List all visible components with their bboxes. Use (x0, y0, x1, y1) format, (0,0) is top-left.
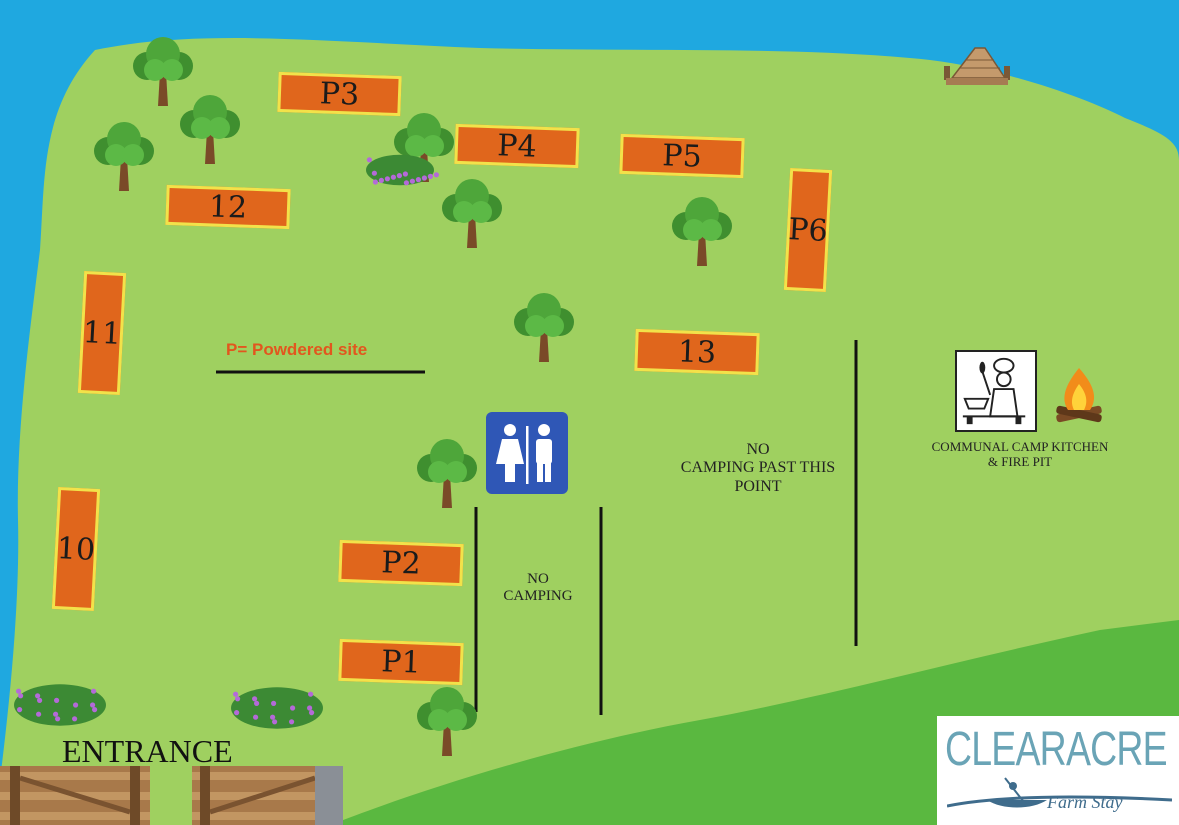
site-label: P3 (319, 75, 360, 113)
site-label: P5 (661, 137, 703, 175)
chef-icon (955, 350, 1037, 432)
no-camping-line2: CAMPING (503, 588, 573, 605)
legend-text: P= Powdered site (226, 340, 368, 359)
tree-icon (180, 95, 240, 164)
logo: CLEARACRE Farm Stay (937, 716, 1179, 825)
gate-icon (192, 766, 343, 825)
tree-icon (94, 122, 154, 191)
campfire-icon (1056, 368, 1102, 423)
site-label: 13 (677, 333, 717, 371)
canoe-icon (947, 777, 1172, 808)
grass-land (0, 38, 1179, 825)
site-11[interactable]: 11 (77, 270, 127, 396)
no-camping-past-line1: NO (746, 441, 770, 458)
no-camping-line1: NO (527, 571, 549, 587)
tree-icon (417, 687, 477, 756)
site-label: 11 (82, 314, 122, 352)
site-label: 10 (56, 530, 96, 568)
no-camping-past-label: NO CAMPING PAST THIS POINT (668, 441, 848, 496)
site-p2[interactable]: P2 (338, 539, 464, 587)
tree-icon (514, 293, 574, 362)
site-label: P2 (380, 544, 422, 582)
no-camping-label: NO CAMPING (487, 571, 589, 606)
tree-icon (417, 439, 477, 508)
site-13[interactable]: 13 (634, 328, 760, 376)
site-p3[interactable]: P3 (277, 71, 402, 117)
gate-icon (0, 766, 150, 825)
tree-icon (672, 197, 732, 266)
site-p1[interactable]: P1 (338, 638, 464, 686)
flower-bush-icon (366, 154, 439, 186)
kitchen-line1: COMMUNAL CAMP KITCHEN (931, 439, 1109, 454)
kitchen-line2: & FIRE PIT (987, 453, 1053, 469)
tree-icon (133, 37, 193, 106)
site-p5[interactable]: P5 (619, 133, 745, 179)
no-camping-past-line3: POINT (734, 477, 782, 495)
flower-bush-icon (14, 684, 106, 726)
dock-icon (944, 47, 1010, 85)
kitchen-label: COMMUNAL CAMP KITCHEN & FIRE PIT (930, 439, 1110, 470)
site-label: P6 (787, 211, 829, 249)
site-label: P1 (380, 643, 422, 681)
flower-bush-icon (231, 687, 323, 729)
restroom-icon[interactable] (486, 412, 568, 494)
tree-icon (442, 179, 502, 248)
site-p6[interactable]: P6 (783, 167, 833, 293)
logo-name: CLEARACRE (945, 723, 1168, 776)
tree-icon (394, 113, 454, 182)
site-label: P4 (496, 127, 538, 165)
site-10[interactable]: 10 (51, 486, 101, 612)
no-camping-past-line2: CAMPING PAST THIS (680, 459, 836, 477)
site-12[interactable]: 12 (165, 184, 291, 230)
entrance-label: ENTRANCE (62, 733, 233, 769)
logo-tagline: Farm Stay (1047, 792, 1123, 812)
site-p4[interactable]: P4 (454, 123, 580, 169)
site-label: 12 (208, 188, 248, 226)
